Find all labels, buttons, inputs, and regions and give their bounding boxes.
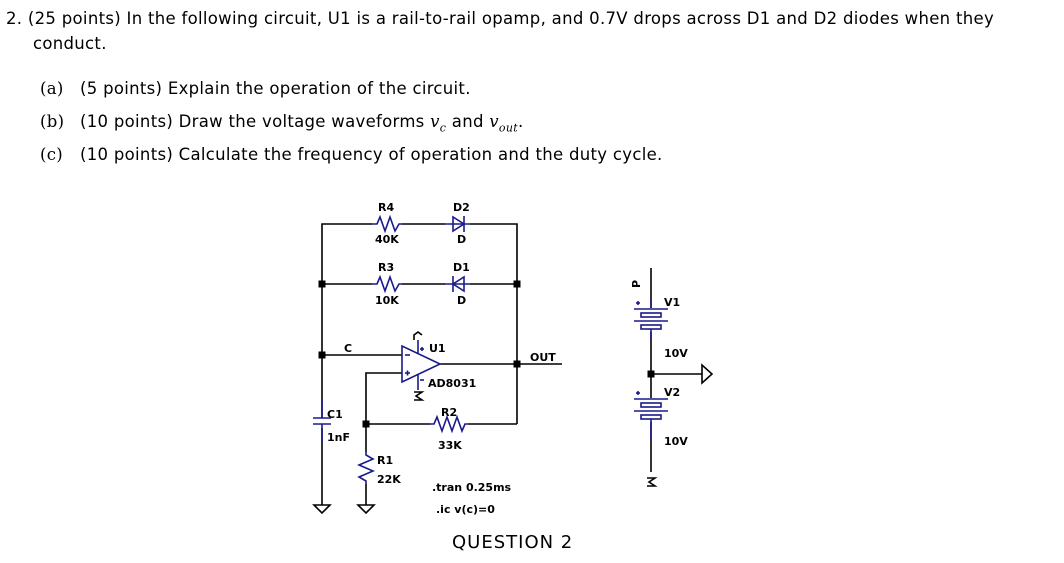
var-vout: vout: [489, 112, 518, 135]
ground-icon: [312, 504, 332, 515]
question-caption: QUESTION 2: [452, 532, 574, 553]
c1-name: C1: [327, 408, 343, 421]
part-b-text: (10 points) Draw the voltage waveforms: [80, 112, 431, 131]
resistor-r4: [372, 214, 402, 234]
junction: [318, 351, 326, 359]
question-number: 2.: [6, 9, 23, 28]
resistor-r2: [430, 414, 468, 434]
battery-v1: [634, 300, 668, 340]
part-c: (c) (10 points) Calculate the frequency o…: [40, 145, 663, 164]
question-line-1: 2. (25 points) In the following circuit,…: [6, 9, 994, 28]
r1-value: 22K: [377, 473, 401, 486]
d1-model: D: [457, 294, 466, 307]
v2-value: 10V: [664, 435, 688, 448]
r1-name: R1: [377, 454, 393, 467]
opamp-u1: [401, 340, 442, 390]
junction: [513, 360, 521, 368]
junctions: [318, 280, 655, 428]
resistor-r3: [372, 274, 402, 294]
net-c-label: C: [344, 342, 352, 355]
r3-name: R3: [378, 261, 394, 274]
junction: [318, 280, 326, 288]
supply-m-pin-icon: [414, 391, 425, 401]
part-a: (a) (5 points) Explain the operation of t…: [40, 79, 471, 98]
r4-name: R4: [378, 201, 394, 214]
part-b-and: and: [446, 112, 490, 131]
question-line-2: conduct.: [33, 34, 107, 53]
d2-model: D: [457, 233, 466, 246]
ground-icon: [356, 504, 376, 515]
junction: [362, 420, 370, 428]
var-vc: vc: [430, 112, 447, 135]
part-b-period: .: [517, 112, 524, 131]
capacitor-c1: [313, 400, 331, 442]
directive-tran: .tran 0.25ms: [432, 481, 512, 494]
r2-value: 33K: [438, 439, 462, 452]
part-a-label: (a): [40, 79, 64, 98]
d1-name: D1: [453, 261, 470, 274]
part-c-text: (10 points) Calculate the frequency of o…: [80, 145, 663, 164]
battery-v2: [634, 391, 668, 440]
d2-name: D2: [453, 201, 470, 214]
r3-value: 10K: [375, 294, 399, 307]
wire-noninv-input: [365, 372, 402, 424]
net-p-label: P: [630, 280, 643, 288]
junction: [647, 370, 655, 378]
junction: [513, 280, 521, 288]
part-a-text: (5 points) Explain the operation of the …: [80, 79, 471, 98]
c1-value: 1nF: [327, 431, 350, 444]
v2-name: V2: [664, 386, 680, 399]
ground-arrow-icon: [701, 363, 714, 385]
r4-value: 40K: [375, 233, 399, 246]
diode-d2: [445, 215, 470, 233]
v1-value: 10V: [664, 347, 688, 360]
supply-m-label-icon: [647, 477, 658, 487]
part-b: (b) (10 points) Draw the voltage waveform…: [40, 112, 523, 134]
wire-r4-left: [321, 223, 372, 284]
directive-ic: .ic v(c)=0: [436, 503, 495, 516]
supply-p-pin-icon: [413, 331, 423, 340]
wire-d2-right: [470, 223, 518, 284]
r2-name: R2: [441, 406, 457, 419]
part-c-label: (c): [40, 145, 64, 164]
part-b-label: (b): [40, 112, 65, 131]
question-stem: (25 points) In the following circuit, U1…: [27, 9, 995, 28]
net-out-label: OUT: [530, 351, 556, 364]
u1-model: AD8031: [428, 377, 476, 390]
resistor-r1: [356, 452, 376, 484]
diode-d1: [445, 275, 470, 293]
u1-name: U1: [429, 342, 446, 355]
v1-name: V1: [664, 296, 680, 309]
